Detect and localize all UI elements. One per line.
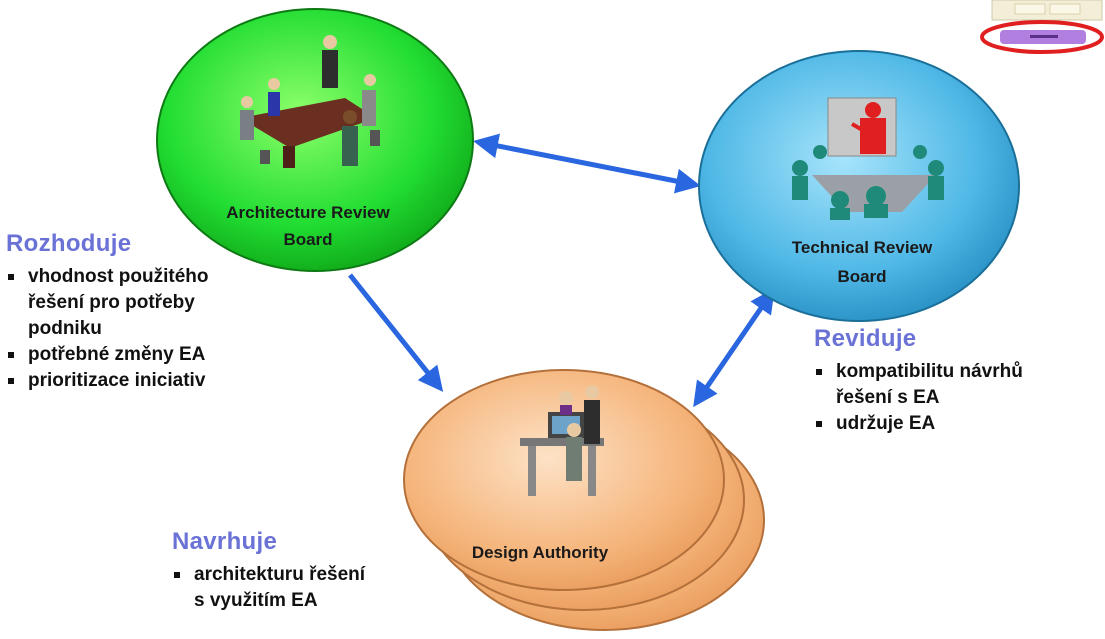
arb-label-line2: Board [283,230,332,249]
trb-bullet: udržuje EA [814,411,1104,437]
thumbnail-highlight-ring [980,20,1104,54]
node-technical-review-board: Technical Review Board [698,50,1020,322]
arb-bullet: vhodnost použitého řešení pro potřeby po… [6,264,306,342]
arrow-arb-trb [473,133,701,194]
arb-bullet-list: vhodnost použitého řešení pro potřeby po… [6,264,306,394]
slide-thumbnail [980,0,1104,54]
arb-description: Rozhoduje vhodnost použitého řešení pro … [6,230,306,394]
da-block-title: Navrhuje [172,528,278,555]
node-design-authority: Design Authority [403,369,765,631]
trb-label-line2: Board [837,267,886,286]
da-bullet: architekturu řešení s využitím EA [172,562,452,614]
da-stack-front [403,369,725,591]
trb-block-title: Reviduje [814,325,917,352]
node-architecture-review-board: Architecture Review Board [156,8,474,272]
trb-description: Reviduje kompatibilitu návrhů řešení s E… [814,325,1104,437]
arb-bullet: prioritizace iniciativ [6,368,306,394]
da-bullet-list: architekturu řešení s využitím EA [172,562,452,614]
trb-bullet-list: kompatibilitu návrhů řešení s EA udržuje… [814,359,1104,437]
presentation-icon [792,97,944,220]
arb-block-title: Rozhoduje [6,230,132,257]
arrow-da-trb [693,287,775,408]
trb-label-line1: Technical Review [792,238,933,257]
meeting-table-icon [240,35,380,168]
da-description: Navrhuje architekturu řešení s využitím … [172,528,452,614]
arrow-arb-da [348,273,444,392]
arb-label-line1: Architecture Review [226,203,390,222]
workstation-icon [520,385,604,496]
da-label: Design Authority [472,543,609,562]
arb-bullet: potřebné změny EA [6,342,306,368]
trb-bullet: kompatibilitu návrhů řešení s EA [814,359,1104,411]
